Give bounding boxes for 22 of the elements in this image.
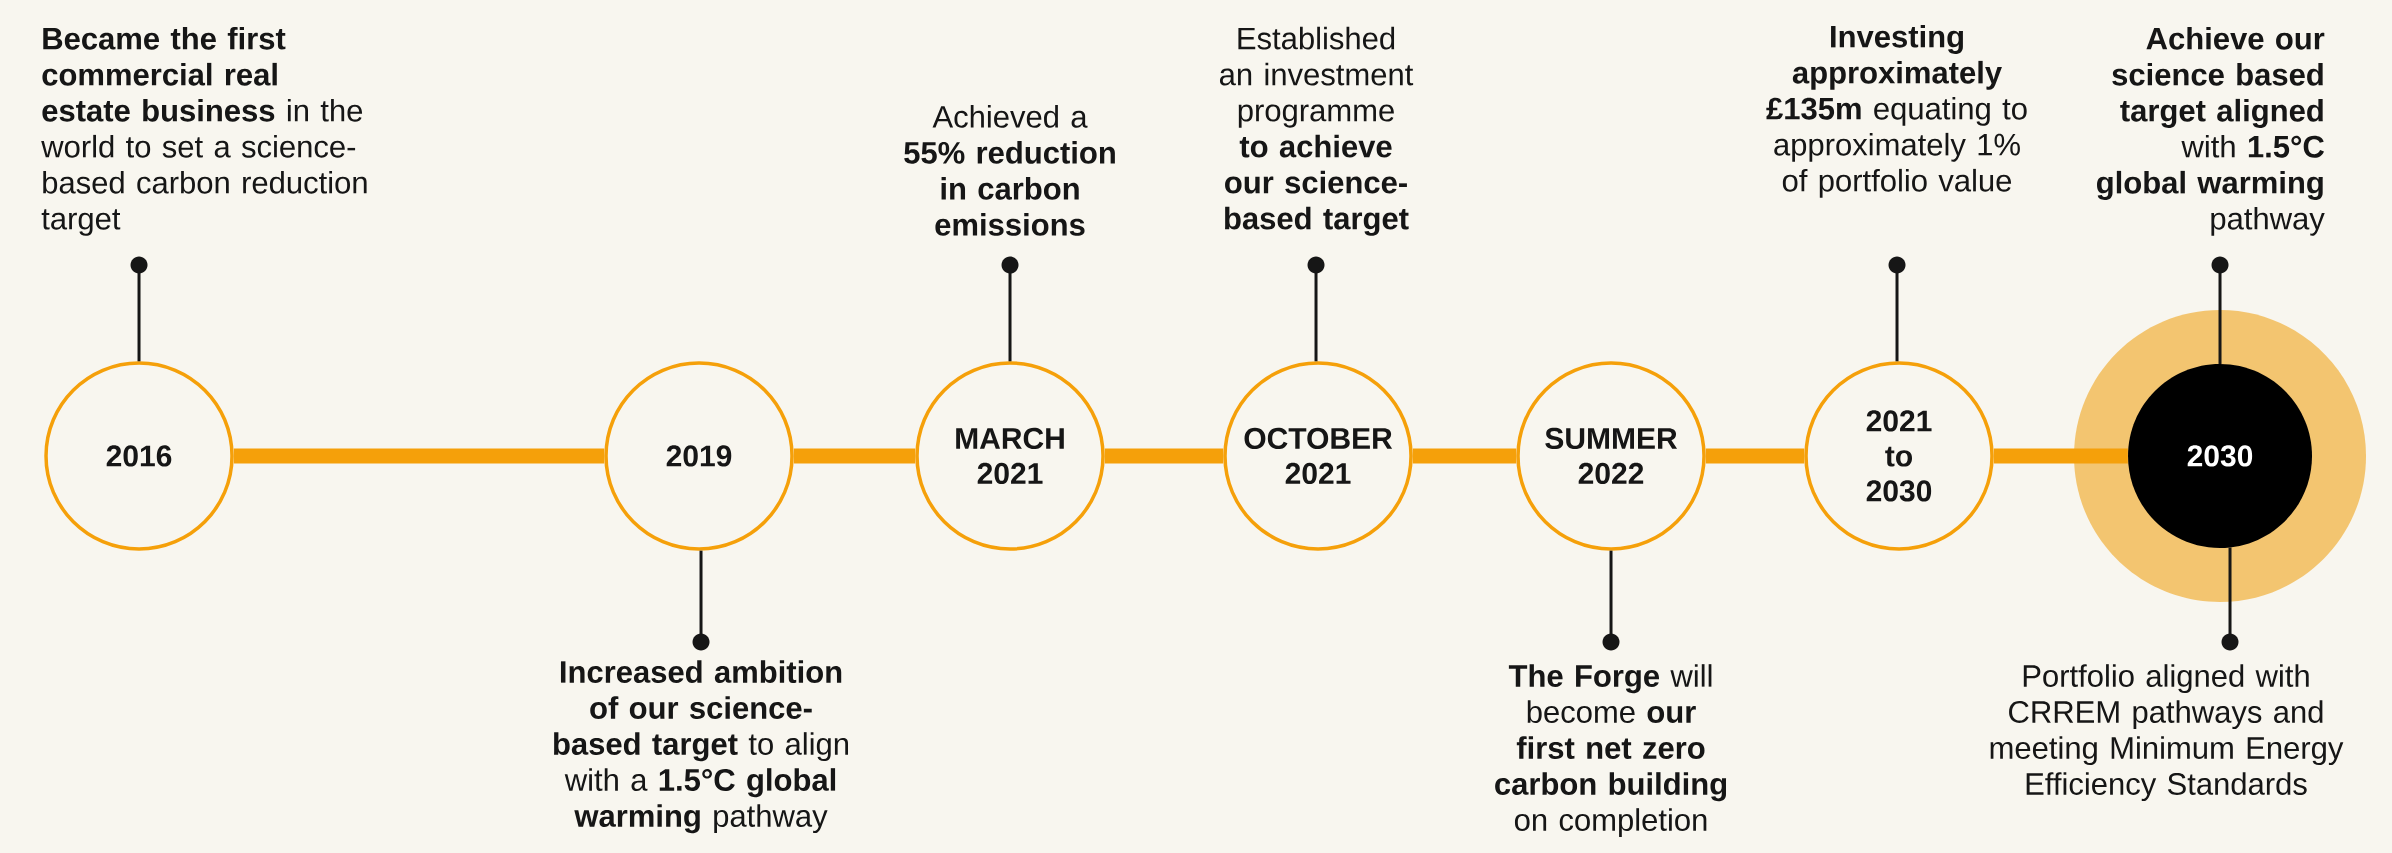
milestone-text: The Forge will become our first net zero carbon building on completion: [1495, 664, 1727, 838]
milestone-text: Portfolio aligned with CRREM pathways and meeting Minimum Energy Efficiency Standards: [1990, 664, 2344, 802]
milestone-text: Investing approximately £135m equating to approximately 1% of portfolio value: [1766, 24, 2027, 198]
milestone-text: Achieved a 55% reduction in carbon emissions: [904, 105, 1115, 236]
leader-line: [692, 550, 710, 651]
timeline-bar: [1104, 448, 1224, 464]
milestone-text: Became the first commercial real estate business in the world to set a science-based carbon reduction target: [41, 26, 367, 236]
milestone-text: Achieve our science based target aligned with 1.5°C global warming pathway: [2097, 26, 2325, 236]
timeline-bar: [1993, 448, 2128, 464]
leader-line: [130, 256, 148, 362]
timeline-bar: [1705, 448, 1805, 464]
leader-line: [1602, 550, 1620, 651]
leader-line: [1307, 256, 1325, 362]
leader-line: [1888, 256, 1906, 362]
timeline-bar: [1412, 448, 1517, 464]
timeline-bar: [793, 448, 916, 464]
milestone-text: Established an investment programme to achieve our science-based target: [1220, 26, 1414, 236]
leader-line: [2211, 256, 2229, 364]
timeline-bar: [233, 448, 605, 464]
milestone-text: Increased ambition of our science-based target to align with a 1.5°C global warming pathway: [554, 660, 848, 834]
leader-line: [1001, 256, 1019, 362]
leader-line: [2221, 547, 2239, 651]
